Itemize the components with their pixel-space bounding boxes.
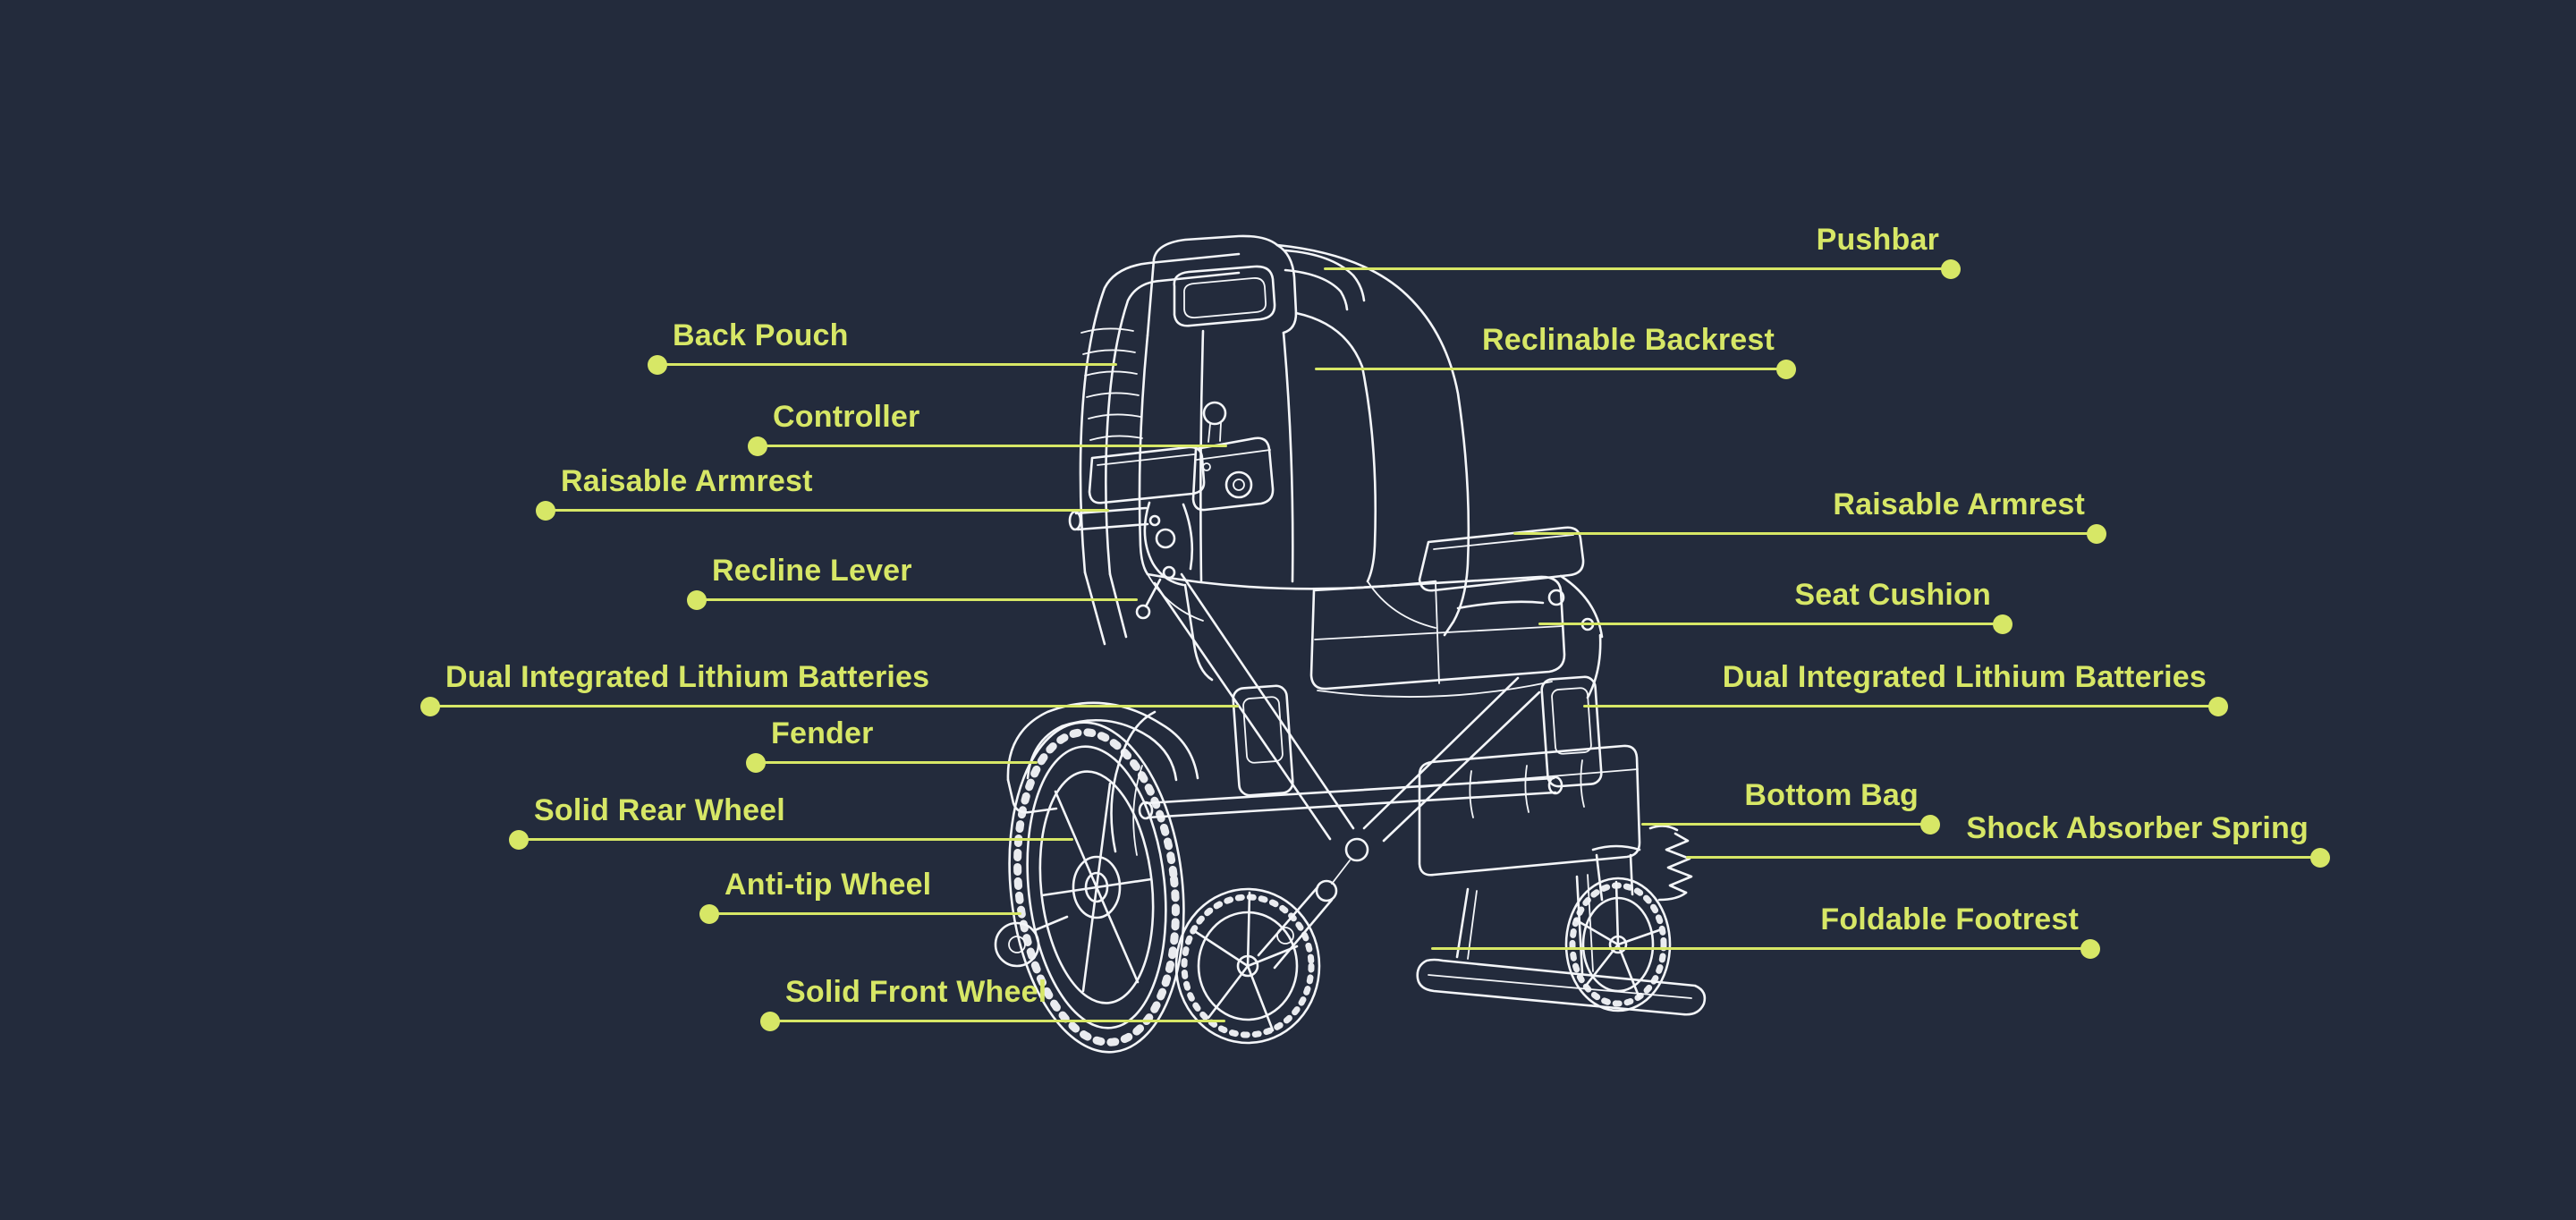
leader-line [509, 829, 1073, 850]
front-caster-wheel [1174, 860, 1351, 1045]
leader-line [536, 500, 1109, 521]
label-recline-lever: Recline Lever [712, 554, 912, 588]
leader-dot [1776, 359, 1796, 379]
frame [1110, 572, 1563, 862]
label-controller: Controller [773, 400, 920, 434]
label-solid-rear-wheel: Solid Rear Wheel [534, 793, 785, 827]
leader-line [1583, 696, 2228, 716]
label-shock-absorber-spring: Shock Absorber Spring [1966, 811, 2309, 845]
seat-cushion [1309, 575, 1566, 698]
leader-line [420, 696, 1239, 716]
bottom-bag [1418, 744, 1641, 877]
leader-dot [746, 752, 766, 773]
callout-anti-tip-wheel: Anti-tip Wheel [699, 867, 1021, 924]
label-reclinable-backrest: Reclinable Backrest [1482, 323, 1775, 357]
leader-dot [2080, 938, 2100, 959]
footrest [1416, 874, 1707, 1016]
label-anti-tip-wheel: Anti-tip Wheel [724, 868, 932, 902]
battery-right [1540, 675, 1603, 788]
leader-dot [420, 696, 440, 716]
leader-dot [2208, 696, 2228, 716]
leader-line [1538, 614, 2012, 634]
label-bottom-bag: Bottom Bag [1744, 778, 1919, 812]
wheelchair-svg [994, 234, 1707, 1054]
leader-line [687, 589, 1138, 610]
callout-solid-front-wheel: Solid Front Wheel [760, 974, 1225, 1031]
battery-left [1232, 684, 1294, 797]
callout-dual-batteries-left: Dual Integrated Lithium Batteries [420, 659, 1239, 716]
leader-line [699, 903, 1021, 924]
callout-foldable-footrest: Foldable Footrest [1431, 902, 2100, 959]
callout-fender: Fender [746, 716, 1038, 773]
leader-dot [2310, 847, 2330, 868]
callout-reclinable-backrest: Reclinable Backrest [1315, 322, 1796, 379]
leader-dot [748, 436, 767, 456]
callout-shock-absorber-spring: Shock Absorber Spring [1686, 810, 2330, 868]
callout-raisable-armrest-right: Raisable Armrest [1513, 487, 2106, 544]
label-raisable-armrest-left: Raisable Armrest [561, 464, 813, 498]
right-armrest [1418, 526, 1604, 699]
label-fender: Fender [771, 716, 874, 750]
callout-back-pouch: Back Pouch [648, 318, 1117, 375]
callout-bottom-bag: Bottom Bag [1641, 777, 1940, 835]
leader-dot [2087, 523, 2106, 544]
label-pushbar: Pushbar [1816, 223, 1939, 257]
leader-line [1513, 523, 2106, 544]
callout-seat-cushion: Seat Cushion [1538, 577, 2012, 634]
callout-dual-batteries-right: Dual Integrated Lithium Batteries [1583, 659, 2228, 716]
wheelchair-illustration [970, 224, 1722, 1055]
label-back-pouch: Back Pouch [673, 318, 849, 352]
callout-pushbar: Pushbar [1324, 222, 1961, 279]
rear-wheel [1008, 721, 1185, 1054]
anti-tip-wheel [994, 915, 1069, 968]
leader-dot [1941, 258, 1961, 279]
leader-line [1641, 814, 1940, 835]
leader-line [1431, 938, 2100, 959]
leader-dot [648, 354, 667, 375]
callout-solid-rear-wheel: Solid Rear Wheel [509, 792, 1073, 850]
leader-line [648, 354, 1117, 375]
label-seat-cushion: Seat Cushion [1794, 578, 1991, 612]
back-pouch [1080, 327, 1143, 441]
shock-absorber-spring [1648, 825, 1693, 902]
callout-raisable-armrest-left: Raisable Armrest [536, 463, 1109, 521]
label-solid-front-wheel: Solid Front Wheel [785, 975, 1047, 1009]
label-dual-batteries-left: Dual Integrated Lithium Batteries [445, 660, 930, 694]
controller [1191, 401, 1275, 512]
callout-recline-lever: Recline Lever [687, 553, 1138, 610]
label-raisable-armrest-right: Raisable Armrest [1833, 487, 2085, 521]
leader-dot [536, 500, 555, 521]
leader-line [1315, 359, 1796, 379]
leader-line [760, 1011, 1225, 1031]
label-dual-batteries-right: Dual Integrated Lithium Batteries [1722, 660, 2207, 694]
leader-dot [1993, 614, 2012, 634]
label-foldable-footrest: Foldable Footrest [1820, 902, 2079, 936]
leader-dot [1920, 814, 1940, 835]
leader-dot [687, 589, 707, 610]
leader-line [746, 752, 1038, 773]
leader-dot [509, 829, 529, 850]
leader-line [1324, 258, 1961, 279]
leader-line [748, 436, 1227, 456]
recline-lever [1135, 578, 1162, 620]
leader-line [1686, 847, 2330, 868]
leader-dot [760, 1011, 780, 1031]
leader-dot [699, 903, 719, 924]
callout-controller: Controller [748, 399, 1227, 456]
